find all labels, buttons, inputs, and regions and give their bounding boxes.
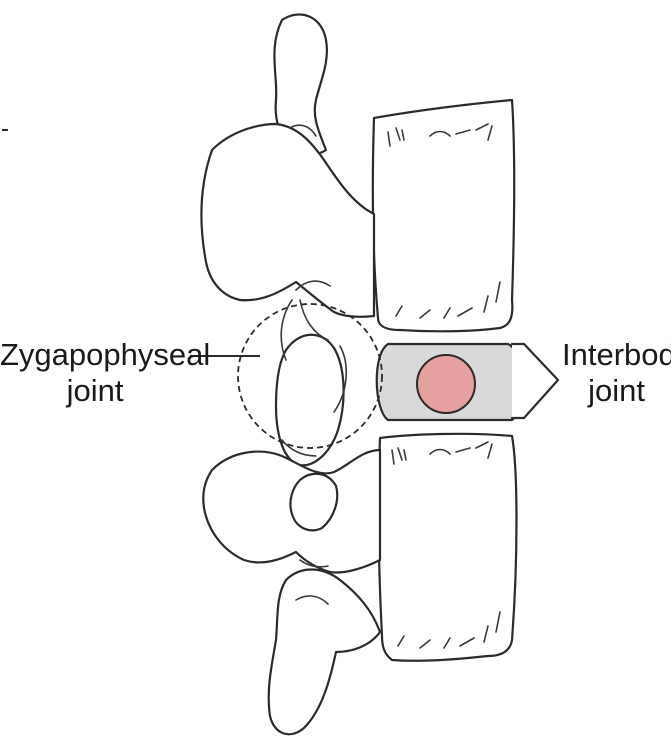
upper-inferior-articular-process [276, 335, 344, 466]
zygapophyseal-label-line2: joint [0, 373, 190, 409]
interbody-pointer [512, 344, 558, 418]
lower-inferior-process [269, 570, 380, 735]
lower-vertebra [203, 434, 516, 734]
upper-vertebral-body [373, 100, 515, 331]
interbody-label-line2: joint [562, 373, 671, 409]
intervertebral-disc [377, 344, 558, 420]
interbody-joint-label: Interbody joint [562, 337, 671, 409]
disc-nucleus [417, 355, 475, 413]
upper-lamina [201, 124, 374, 317]
zygapophyseal-label-line1: Zygapophyseal [0, 337, 190, 373]
zygapophyseal-joint-label: Zygapophyseal joint [0, 337, 190, 409]
lower-vertebral-body [379, 434, 517, 661]
interbody-label-line1: Interbody [562, 337, 671, 373]
